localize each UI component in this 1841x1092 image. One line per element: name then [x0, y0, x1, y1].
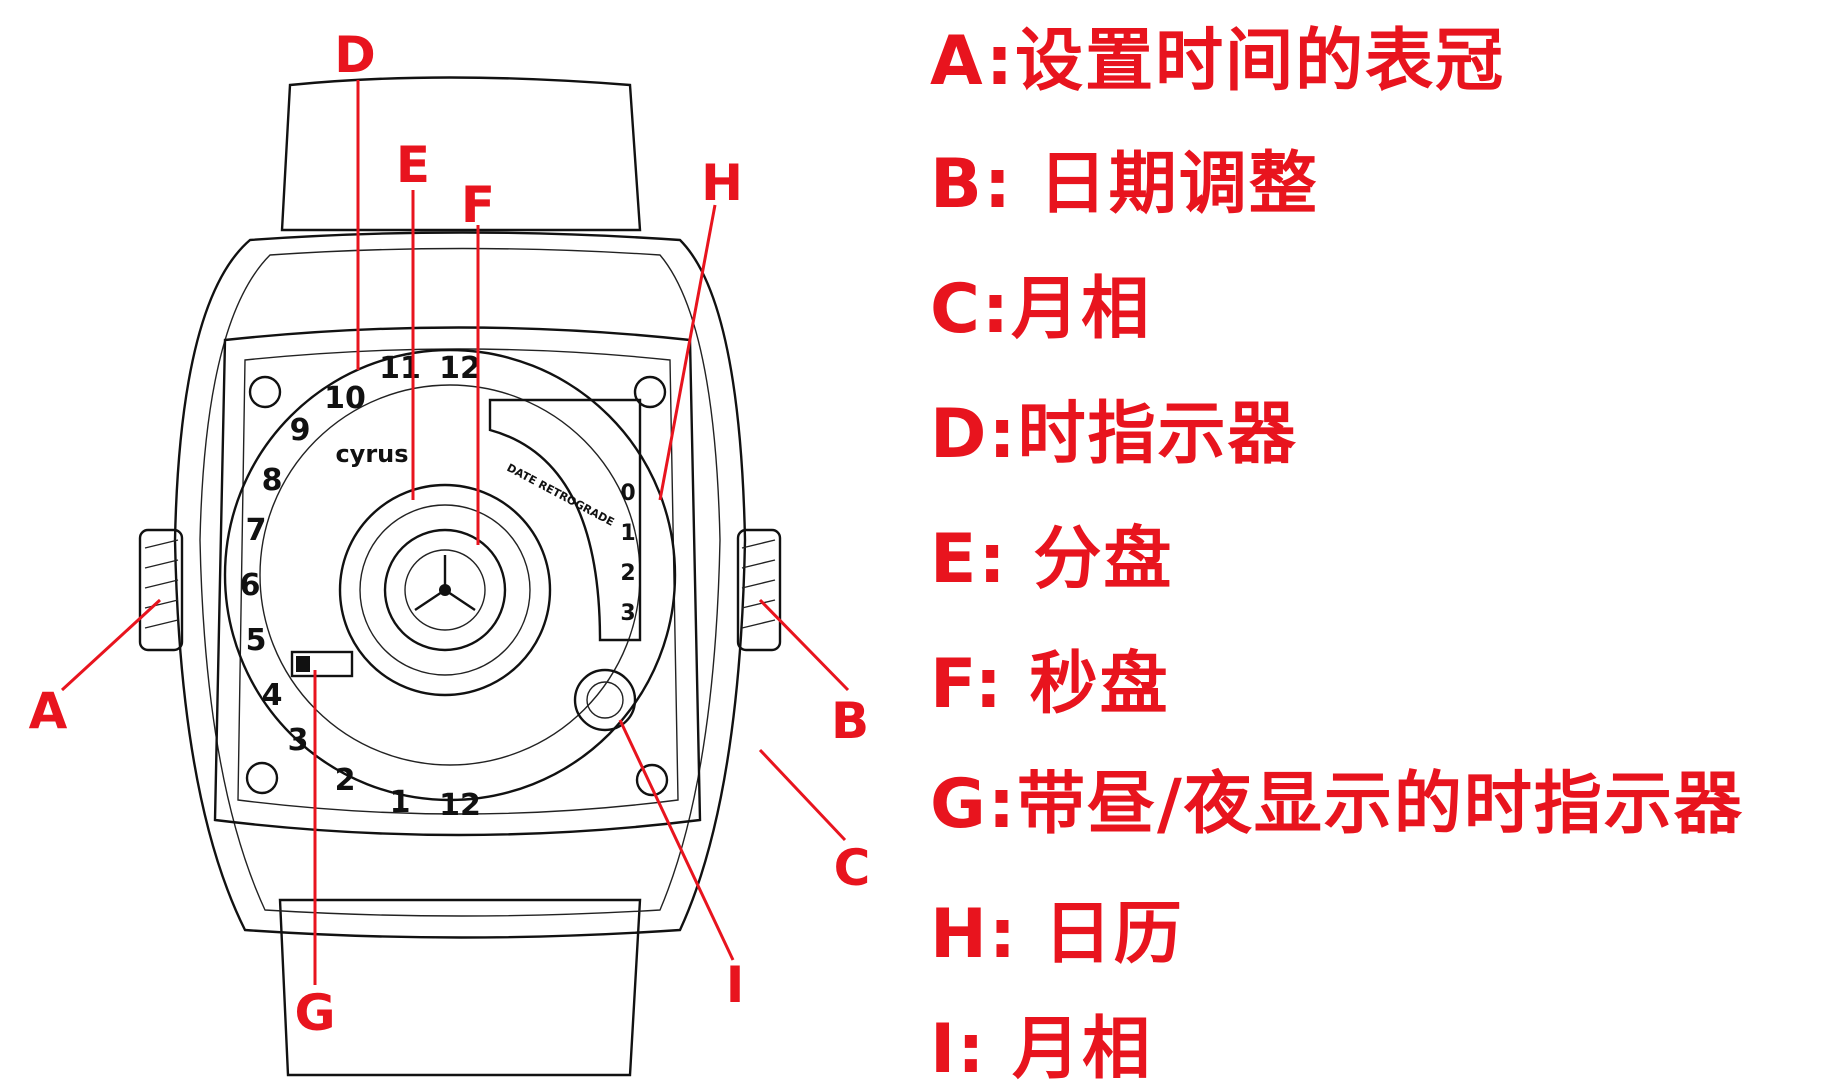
svg-text:0: 0: [620, 481, 635, 506]
legend-item-b: B: 日期调整: [930, 145, 1319, 224]
crown-right: [736, 528, 782, 652]
svg-text:10: 10: [324, 381, 366, 416]
svg-text:9: 9: [290, 413, 311, 448]
moon-phase-disc: [573, 668, 637, 732]
callout-h: H: [701, 154, 743, 212]
legend-item-c: C:月相: [930, 270, 1152, 349]
minute-disc: [338, 483, 552, 697]
svg-text:7: 7: [246, 513, 267, 548]
seconds-disc: [383, 528, 507, 652]
watch-bezel: [213, 326, 702, 837]
svg-text:3: 3: [288, 723, 309, 758]
callout-a: A: [29, 682, 68, 740]
svg-text:1: 1: [390, 785, 411, 820]
callout-b: B: [831, 692, 869, 750]
watch-case: [173, 231, 747, 939]
legend: A:设置时间的表冠 B: 日期调整 C:月相 D:时指示器 E: 分盘 F: 秒…: [930, 0, 1830, 1092]
legend-item-a: A:设置时间的表冠: [930, 22, 1506, 101]
callout-e: E: [396, 136, 430, 194]
callout-c: C: [834, 839, 871, 897]
crown-left: [138, 528, 184, 652]
hour-numerals: 10 11 12 9 8 7 6 5 4 3 2 1 12: [240, 351, 481, 823]
svg-text:3: 3: [620, 601, 635, 626]
svg-text:6: 6: [240, 568, 261, 603]
svg-text:2: 2: [620, 561, 635, 586]
callout-d: D: [334, 26, 376, 84]
day-night-indicator: [290, 650, 354, 678]
svg-text:4: 4: [262, 678, 283, 713]
leader-lines: [60, 80, 850, 985]
svg-text:12: 12: [439, 788, 481, 823]
legend-item-i: I: 月相: [930, 1010, 1153, 1089]
legend-item-g: G:带昼/夜显示的时指示器: [930, 765, 1744, 844]
legend-item-d: D:时指示器: [930, 395, 1298, 474]
svg-text:11: 11: [379, 351, 421, 386]
svg-text:8: 8: [262, 463, 283, 498]
legend-item-e: E: 分盘: [930, 520, 1174, 599]
svg-text:12: 12: [439, 351, 481, 386]
svg-text:1: 1: [620, 521, 635, 546]
date-numerals: 0 1 2 3: [620, 481, 635, 626]
callout-g: G: [294, 984, 335, 1042]
date-window: [488, 398, 642, 642]
legend-item-f: F: 秒盘: [930, 645, 1170, 724]
svg-text:5: 5: [246, 623, 267, 658]
callout-f: F: [461, 176, 495, 234]
bezel-screws: [245, 375, 669, 797]
legend-item-h: H: 日历: [930, 895, 1184, 974]
hour-ring: [223, 348, 677, 802]
callout-labels: A B C D E F G H I: [29, 26, 871, 1042]
callout-i: I: [726, 956, 745, 1014]
strap-top: [280, 76, 642, 232]
svg-text:2: 2: [335, 763, 356, 798]
brand-logo: cyrus: [335, 440, 408, 468]
strap-bottom: [278, 898, 642, 1077]
